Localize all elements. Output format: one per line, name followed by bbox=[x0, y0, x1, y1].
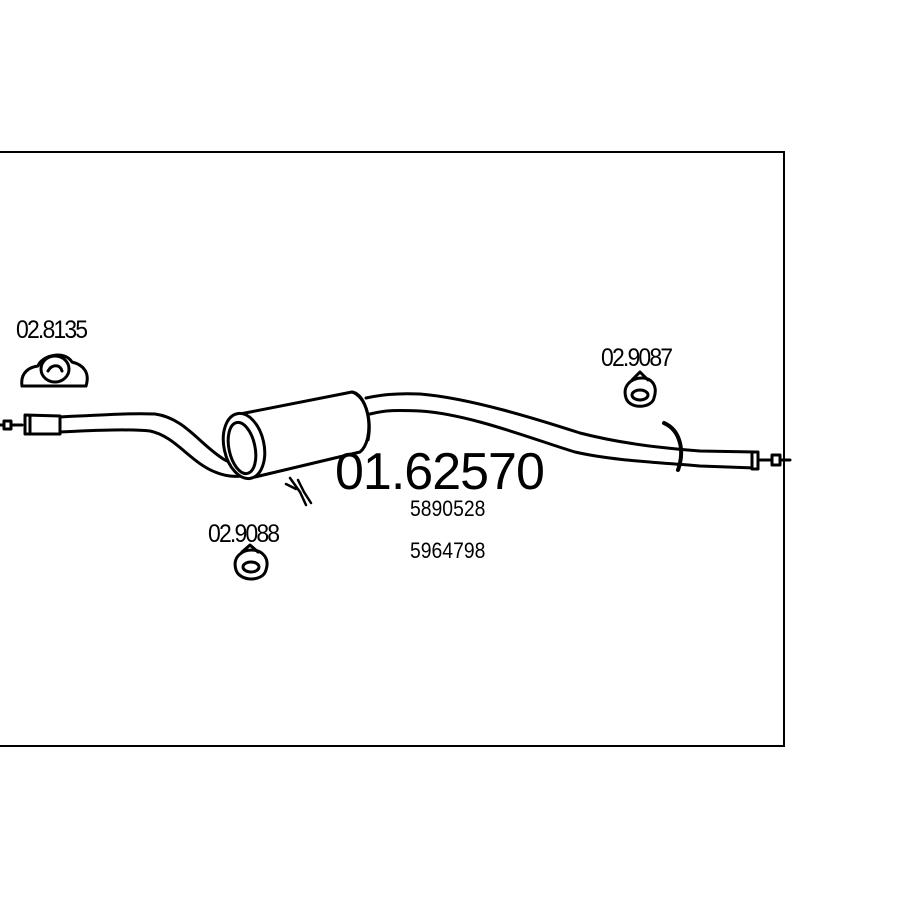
oe-number-2: 5964798 bbox=[410, 538, 486, 563]
outlet-pipe bbox=[364, 392, 760, 472]
assembly-part-number: 01.62570 bbox=[335, 443, 545, 501]
rubber-mount-icon bbox=[623, 370, 657, 408]
middle-silencer bbox=[221, 390, 371, 481]
diagram-frame bbox=[0, 151, 785, 747]
left-connection-marker bbox=[0, 419, 24, 431]
inlet-pipe bbox=[23, 412, 248, 478]
rubber-mount-right-part-number: 02.9087 bbox=[601, 344, 673, 372]
right-connection-marker bbox=[758, 453, 792, 467]
rubber-mount-left-part-number: 02.9088 bbox=[208, 520, 280, 548]
rubber-mount-icon bbox=[233, 543, 269, 581]
clamp-part-number: 02.8135 bbox=[16, 316, 88, 344]
hanger-bracket bbox=[284, 476, 313, 507]
oe-number-1: 5890528 bbox=[410, 496, 486, 521]
exhaust-clamp-icon bbox=[20, 353, 89, 388]
